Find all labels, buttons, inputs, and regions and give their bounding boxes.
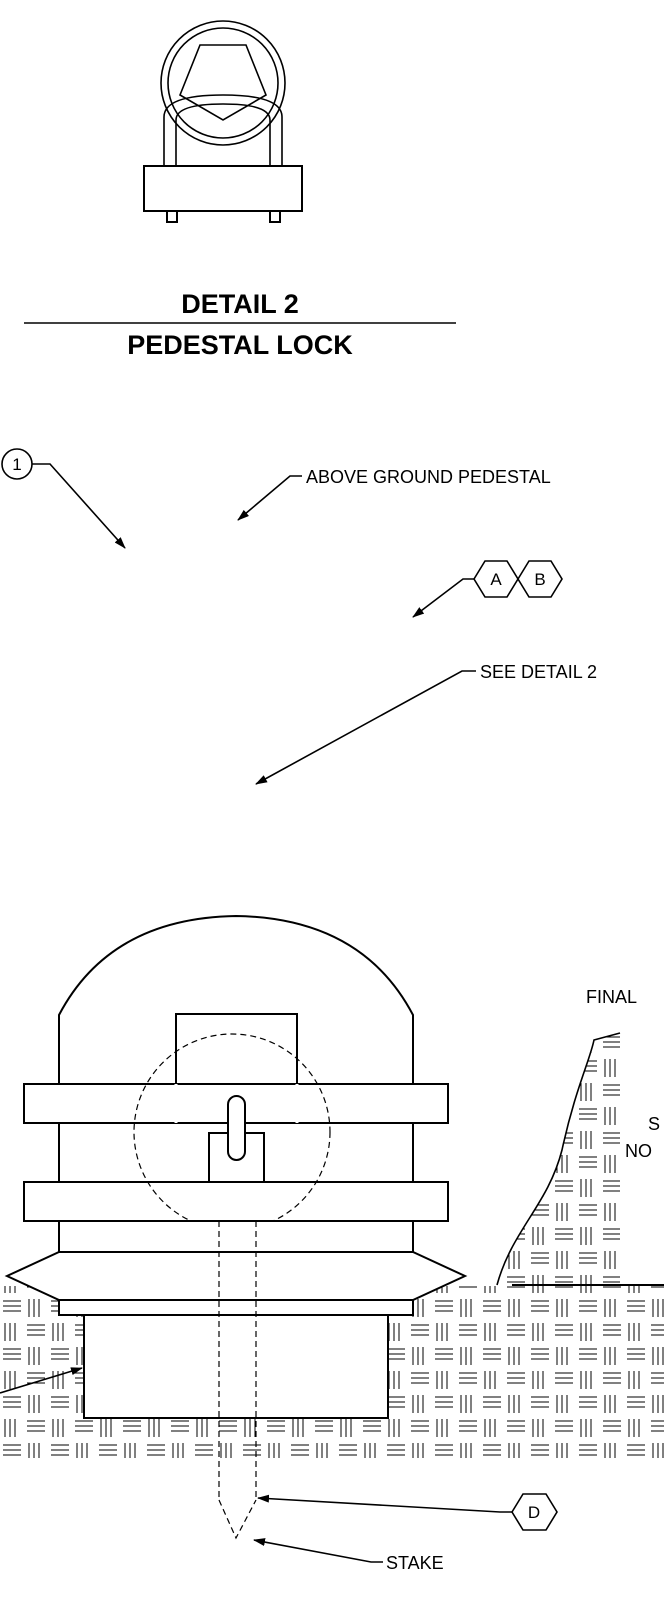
note-label-s: S [648,1114,660,1134]
above-ground-leader [237,475,302,521]
stake-callout: STAKE [253,1538,444,1573]
upper-lock-block [175,1013,298,1085]
see-detail-label: SEE DETAIL 2 [480,662,597,682]
stake-leader [253,1538,383,1563]
tag-a-text: A [490,570,502,589]
lock-hasp-tab [227,1095,246,1161]
lock-base-plate [143,165,303,212]
stake-hidden-lines [218,1220,257,1540]
lock-shackle-loop-inner [175,103,271,166]
grade-mound-hatch [497,1033,620,1285]
see-detail-lock-area [23,1013,449,1231]
lower-flange-band [23,1181,449,1222]
above-ground-pedestal-callout: ABOVE GROUND PEDESTAL [237,467,551,521]
lock-shackle-ring [160,20,286,146]
lock-foot-left [166,210,178,223]
see-detail-callout: SEE DETAIL 2 [255,662,597,785]
lock-body-outline [179,44,267,121]
pedestal-base-below-grade [83,1314,389,1419]
detail-subtitle: PEDESTAL LOCK [127,330,353,360]
detail-title: DETAIL 2 [181,289,299,319]
lock-shackle-inner-ring [167,27,279,139]
see-detail-leader [255,670,476,785]
tag-d-callout: D [257,1493,558,1531]
grade-mound-outline [496,1032,621,1286]
base-callout [0,1367,83,1394]
tag-d-text: D [528,1503,540,1522]
tag-b-hexagon [517,560,563,598]
pedestal-skirt [4,1251,468,1301]
item-1-leader [32,463,126,549]
tag-d-leader [257,1494,512,1513]
item-number-text: 1 [12,455,21,474]
final-grade-label: FINAL [586,987,637,1007]
above-ground-pedestal-label: ABOVE GROUND PEDESTAL [306,467,551,487]
tag-b-text: B [534,570,545,589]
item-1-callout: 1 [1,448,126,549]
stake-label: STAKE [386,1553,444,1573]
pedestal-lock-detail [143,20,303,223]
grade-note-callout: FINAL S NO [586,987,660,1161]
tag-d-hexagon [511,1493,558,1531]
lock-foot-right [269,210,281,223]
tag-ab-callout: A B [412,560,563,618]
lock-shackle-loop [163,94,283,166]
pedestal-collar [58,1299,414,1316]
note-label-no: NO [625,1141,652,1161]
tag-ab-leader [412,578,474,618]
base-leader [0,1367,83,1394]
